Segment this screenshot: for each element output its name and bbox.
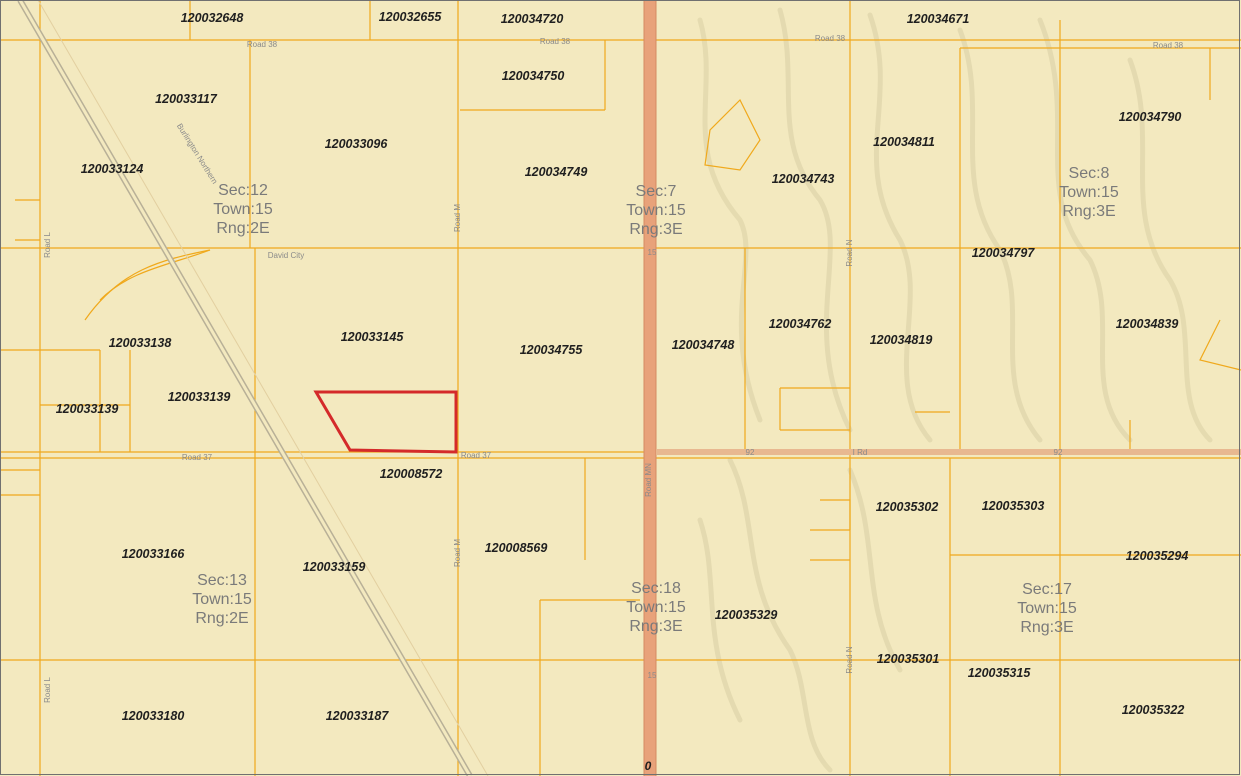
section-town: Town:15 xyxy=(626,202,686,219)
parcel-label[interactable]: 120035329 xyxy=(715,608,778,622)
section-sec: Sec:8 xyxy=(1069,165,1110,182)
road-label: I Rd xyxy=(853,448,868,457)
road-label: Road L xyxy=(43,232,52,258)
section-town: Town:15 xyxy=(626,599,686,616)
road-label: Road M xyxy=(453,539,462,567)
parcel-label[interactable]: 120034797 xyxy=(972,246,1036,260)
parcel-label[interactable]: 120034749 xyxy=(525,165,588,179)
road-label: David City xyxy=(268,251,304,260)
road-label: Road 38 xyxy=(1153,41,1184,50)
road-label: 15 xyxy=(648,671,657,680)
section-rng: Rng:3E xyxy=(629,221,682,238)
road-label: Road 37 xyxy=(182,453,213,462)
parcel-label[interactable]: 120033138 xyxy=(109,336,172,350)
parcel-label[interactable]: 120034750 xyxy=(502,69,565,83)
section-town: Town:15 xyxy=(213,201,273,218)
section-sec: Sec:18 xyxy=(631,580,681,597)
section-rng: Rng:3E xyxy=(1062,203,1115,220)
parcel-label[interactable]: 120035303 xyxy=(982,499,1045,513)
road-label: Road 37 xyxy=(461,451,492,460)
road-label: Road MN xyxy=(644,463,653,497)
road-label: Road 38 xyxy=(815,34,846,43)
parcel-label[interactable]: 120033145 xyxy=(341,330,405,344)
parcel-label[interactable]: 120034819 xyxy=(870,333,933,347)
section-rng: Rng:2E xyxy=(216,220,269,237)
section-town: Town:15 xyxy=(192,591,252,608)
road-label: Road N xyxy=(845,239,854,266)
parcel-label[interactable]: 120033166 xyxy=(122,547,186,561)
section-sec: Sec:7 xyxy=(636,183,677,200)
parcel-label[interactable]: 120033124 xyxy=(81,162,144,176)
road-label: 15 xyxy=(648,248,657,257)
parcel-label[interactable]: 120008572 xyxy=(380,467,443,481)
road-label: 92 xyxy=(746,448,755,457)
parcel-label[interactable]: 120033187 xyxy=(326,709,390,723)
parcel-label[interactable]: 120033139 xyxy=(56,402,119,416)
parcel-label[interactable]: 120034671 xyxy=(907,12,970,26)
section-sec: Sec:13 xyxy=(197,572,247,589)
parcel-label[interactable]: 120035301 xyxy=(877,652,940,666)
section-sec: Sec:17 xyxy=(1022,581,1072,598)
parcel-label[interactable]: 120034743 xyxy=(772,172,835,186)
parcel-label[interactable]: 120034755 xyxy=(520,343,584,357)
parcel-label[interactable]: 120033180 xyxy=(122,709,185,723)
section-town: Town:15 xyxy=(1017,600,1077,617)
parcel-label[interactable]: 120034839 xyxy=(1116,317,1179,331)
parcel-label[interactable]: 120008569 xyxy=(485,541,548,555)
section-rng: Rng:3E xyxy=(1020,619,1073,636)
road-label: Road 38 xyxy=(540,37,571,46)
parcel-label[interactable]: 120035302 xyxy=(876,500,939,514)
section-rng: Rng:3E xyxy=(629,618,682,635)
section-rng: Rng:2E xyxy=(195,610,248,627)
parcel-label[interactable]: 120034720 xyxy=(501,12,564,26)
parcel-label[interactable]: 120035322 xyxy=(1122,703,1185,717)
section-town: Town:15 xyxy=(1059,184,1119,201)
parcel-label[interactable]: 120032648 xyxy=(181,11,244,25)
road-label: 92 xyxy=(1054,448,1063,457)
road-label: Road M xyxy=(453,204,462,232)
parcel-label[interactable]: 120032655 xyxy=(379,10,443,24)
parcel-label[interactable]: 120033139 xyxy=(168,390,231,404)
parcel-label[interactable]: 120035315 xyxy=(968,666,1032,680)
parcel-label[interactable]: 120034790 xyxy=(1119,110,1182,124)
parcel-label[interactable]: 120035294 xyxy=(1126,549,1189,563)
parcel-label[interactable]: 120033117 xyxy=(155,92,218,106)
section-sec: Sec:12 xyxy=(218,182,268,199)
parcel-label[interactable]: 120033159 xyxy=(303,560,366,574)
road-label: Road 38 xyxy=(247,40,278,49)
parcel-label: 0 xyxy=(645,759,652,773)
road-label: Road N xyxy=(845,646,854,673)
parcel-label[interactable]: 120034762 xyxy=(769,317,832,331)
road-label: Road L xyxy=(43,677,52,703)
parcel-label[interactable]: 120034748 xyxy=(672,338,735,352)
parcel-label[interactable]: 120034811 xyxy=(873,135,935,149)
parcel-label[interactable]: 120033096 xyxy=(325,137,389,151)
